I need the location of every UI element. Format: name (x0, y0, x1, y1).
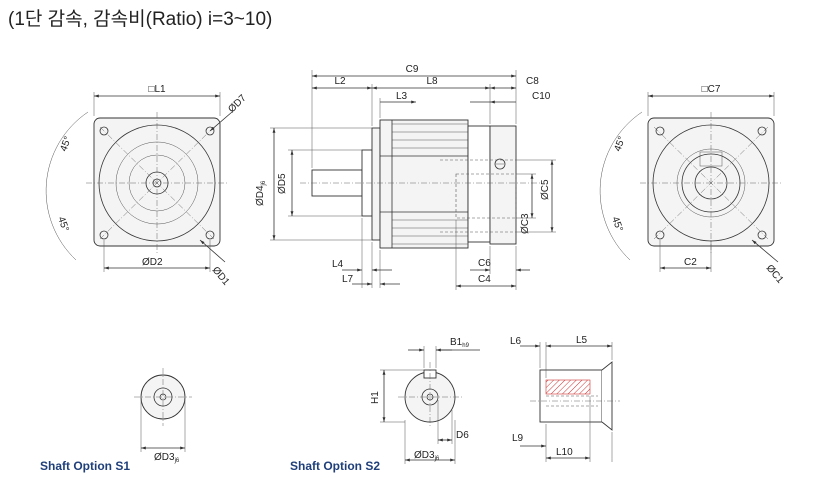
dim-C10: C10 (532, 91, 551, 102)
dim-L2: L2 (334, 76, 346, 87)
side-body-fins (380, 120, 468, 248)
dim-L8: L8 (426, 76, 438, 87)
dim-D1: ØD1 (210, 265, 232, 288)
s2-dim-B1: B1h9 (450, 337, 470, 349)
dim-D5: ØD5 (277, 173, 288, 194)
front-view: □L1 ØD7 45° 45° ØD2 ØD1 (45, 84, 249, 288)
side-adapter-ring (467, 125, 491, 243)
s1-dim-D3: ØD3j6 (154, 452, 180, 464)
side-clamp-screw-icon (494, 158, 506, 170)
s2-dim-H1: H1 (370, 391, 381, 404)
angle-45-top: 45° (58, 135, 74, 153)
dim-D7: ØD7 (226, 92, 249, 115)
s2-label: Shaft Option S2 (290, 459, 380, 473)
dim-C3: ØC3 (520, 213, 531, 234)
s2-dim-D6: D6 (456, 430, 469, 441)
rear-view: □C7 45° 45° C2 ØC1 (599, 84, 786, 286)
dim-C6: C6 (478, 258, 491, 269)
dim-C1: ØC1 (764, 263, 786, 286)
side-gear-body (379, 119, 469, 249)
shaft-option-s1: ØD3j6 Shaft Option S1 (40, 368, 192, 473)
dim-C7: □C7 (702, 84, 721, 95)
s2-dim-L9: L9 (512, 433, 524, 444)
dim-C2: C2 (684, 257, 697, 268)
side-view: C9 L2 L8 C8 L3 C10 ØD4j6 ØD5 ØC3 (255, 64, 556, 290)
dim-C9: C9 (406, 64, 419, 75)
page-title: (1단 감속, 감속비(Ratio) i=3~10) (8, 9, 273, 30)
dim-L7: L7 (342, 274, 354, 285)
dim-C8: C8 (526, 76, 539, 87)
s2-keyway-section (545, 379, 591, 395)
dim-C4: C4 (478, 274, 491, 285)
rear-angle-arc (599, 111, 643, 261)
shaft-option-s2: B1h9 H1 D6 ØD3j6 Shaft Option S2 L6 (290, 335, 620, 473)
front-angle-arc (45, 111, 89, 261)
s2-side-shoulder (601, 361, 613, 431)
side-flange (371, 127, 381, 241)
angle-45-bottom: 45° (55, 215, 71, 233)
s1-shaft-outer (140, 374, 186, 420)
dim-C5: ØC5 (540, 179, 551, 200)
dim-D2: ØD2 (142, 257, 163, 268)
s2-dim-L5: L5 (576, 335, 588, 346)
rear-clamp-slot (699, 151, 723, 167)
side-motor-adapter (489, 125, 517, 245)
dim-D4: ØD4j6 (255, 180, 267, 206)
dim-L3: L3 (396, 91, 408, 102)
dim-L4: L4 (332, 259, 344, 270)
rear-angle-45-top: 45° (612, 135, 628, 153)
rear-mounting-holes (655, 126, 767, 240)
dim-L1: □L1 (148, 84, 166, 95)
s2-dim-L10: L10 (556, 447, 573, 458)
s1-label: Shaft Option S1 (40, 459, 130, 473)
s2-dim-L6: L6 (510, 336, 522, 347)
rear-angle-45-bottom: 45° (609, 215, 625, 233)
s2-dim-D3: ØD3j6 (414, 450, 440, 462)
